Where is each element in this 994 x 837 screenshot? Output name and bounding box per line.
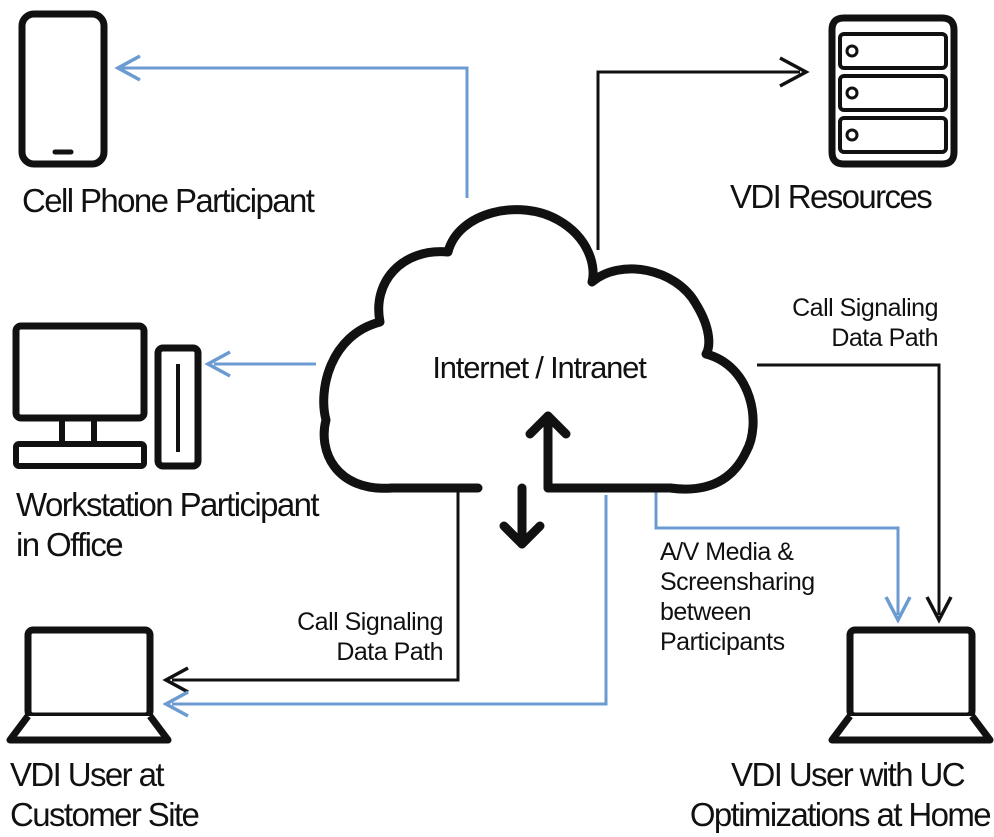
media-path-to-home-user [654, 492, 912, 624]
customer-site-label-line2: Customer Site [10, 796, 199, 833]
signaling-right-label-line1: Call Signaling [792, 294, 938, 322]
media-path-to-customer-site [162, 495, 608, 718]
media-label-line3: between [660, 598, 751, 626]
home-user-label-line1: VDI User with UC [731, 756, 965, 793]
upload-download-arrows-icon [499, 411, 611, 549]
server-rack-icon [828, 14, 958, 168]
cloud-label: Internet / Intranet [432, 350, 647, 385]
media-path-to-workstation [204, 350, 316, 378]
signaling-left-label-line2: Data Path [336, 638, 443, 666]
laptop-icon [6, 626, 172, 744]
mobile-phone-icon [18, 10, 108, 168]
workstation-label-line1: Workstation Participant [16, 486, 319, 523]
cell-phone-label: Cell Phone Participant [22, 182, 315, 219]
media-path-to-cell-phone [114, 54, 469, 198]
signaling-left-label-line1: Call Signaling [297, 608, 443, 636]
media-label-line1: A/V Media & [660, 538, 794, 566]
signaling-right-label-line2: Data Path [831, 324, 938, 352]
desktop-computer-icon [12, 322, 202, 470]
media-label-line2: Screensharing [660, 568, 815, 596]
signaling-path-to-customer-site [162, 488, 460, 694]
signaling-path-to-vdi-resources [596, 56, 810, 250]
home-laptop-icon [828, 626, 994, 744]
signaling-path-to-home-user [757, 363, 953, 624]
media-label-line4: Participants [660, 628, 785, 656]
customer-site-label-line1: VDI User at [10, 756, 164, 793]
vdi-resources-label: VDI Resources [730, 178, 932, 215]
home-user-label-line2: Optimizations at Home [690, 796, 990, 833]
workstation-label-line2: in Office [16, 526, 122, 563]
